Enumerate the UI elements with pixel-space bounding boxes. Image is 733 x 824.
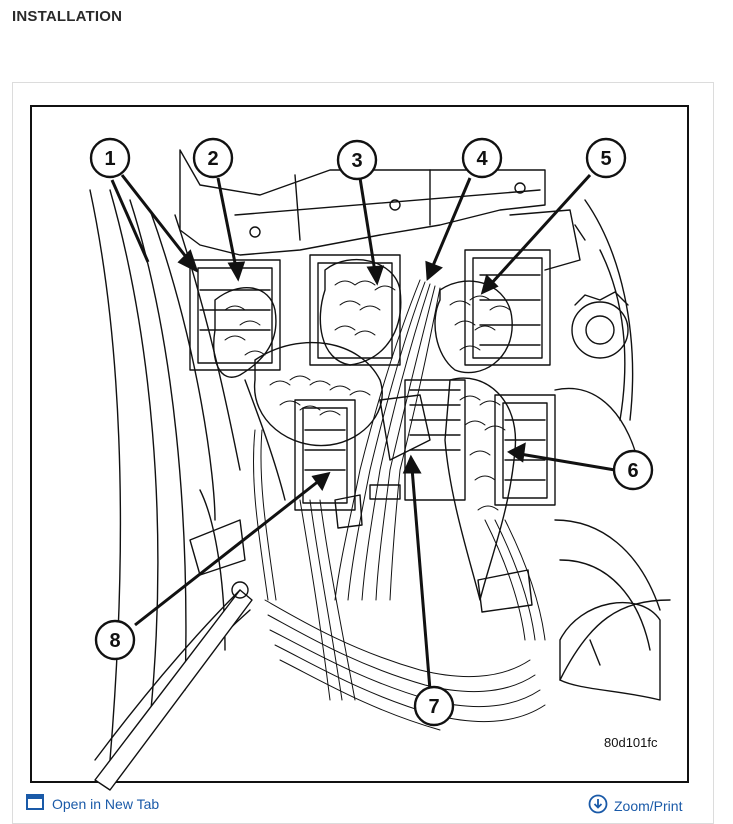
- harness-loom: [213, 286, 277, 378]
- callout-4: [461, 137, 503, 179]
- zoom-print-icon: [588, 794, 608, 817]
- harness-loom: [253, 341, 383, 447]
- pillar-curve: [149, 209, 216, 521]
- module-block: [404, 379, 466, 501]
- top-bracket: [179, 149, 546, 256]
- pillar-curve: [94, 589, 241, 761]
- open-in-new-tab-link[interactable]: Open in New Tab: [26, 794, 159, 813]
- tape-wrap: [334, 494, 363, 529]
- callouts: [89, 137, 654, 727]
- callout-7-label: 7: [428, 696, 439, 718]
- air-duct: [559, 601, 661, 701]
- callout-1-label: 1: [104, 148, 115, 170]
- callout-3: [336, 139, 378, 181]
- support-rod: [94, 589, 253, 791]
- harness-loom: [244, 379, 286, 501]
- module-block: [494, 394, 556, 506]
- zoom-print-label: Zoom/Print: [614, 797, 683, 814]
- pillar-curve: [109, 189, 159, 721]
- module-block: [309, 254, 401, 366]
- tape-wrap: [477, 569, 533, 613]
- module-block: [464, 249, 551, 366]
- figure-code: 80d101fc: [604, 735, 658, 750]
- callout-6-label: 6: [627, 460, 638, 482]
- wiring-diagram: 1 2 3 4 5 6 7 8: [89, 137, 671, 791]
- harness-loom: [319, 258, 402, 366]
- callout-8-label: 8: [109, 630, 120, 652]
- tape-wrap: [379, 394, 431, 461]
- pillar-curve: [89, 189, 122, 761]
- callout-3-label: 3: [351, 150, 362, 172]
- callout-2-label: 2: [207, 148, 218, 170]
- figure-frame: [30, 105, 689, 783]
- page-heading: INSTALLATION: [12, 8, 123, 25]
- figure-actions: Open in New Tab Zoom/Print: [12, 790, 712, 814]
- callout-7: [413, 685, 455, 727]
- callout-6: [612, 449, 654, 491]
- callout-2: [192, 137, 234, 179]
- open-in-new-tab-label: Open in New Tab: [52, 795, 160, 812]
- zoom-print-link[interactable]: Zoom/Print: [588, 794, 682, 817]
- callout-5: [585, 137, 627, 179]
- module-block: [294, 399, 356, 511]
- callout-1: [89, 137, 131, 179]
- open-in-new-tab-icon: [26, 794, 44, 813]
- callout-5-label: 5: [600, 148, 611, 170]
- callout-8: [94, 619, 136, 661]
- pillar-curve: [129, 199, 187, 691]
- callout-4-label: 4: [476, 148, 488, 170]
- harness-loom: [444, 377, 517, 601]
- right-fender: [584, 199, 634, 421]
